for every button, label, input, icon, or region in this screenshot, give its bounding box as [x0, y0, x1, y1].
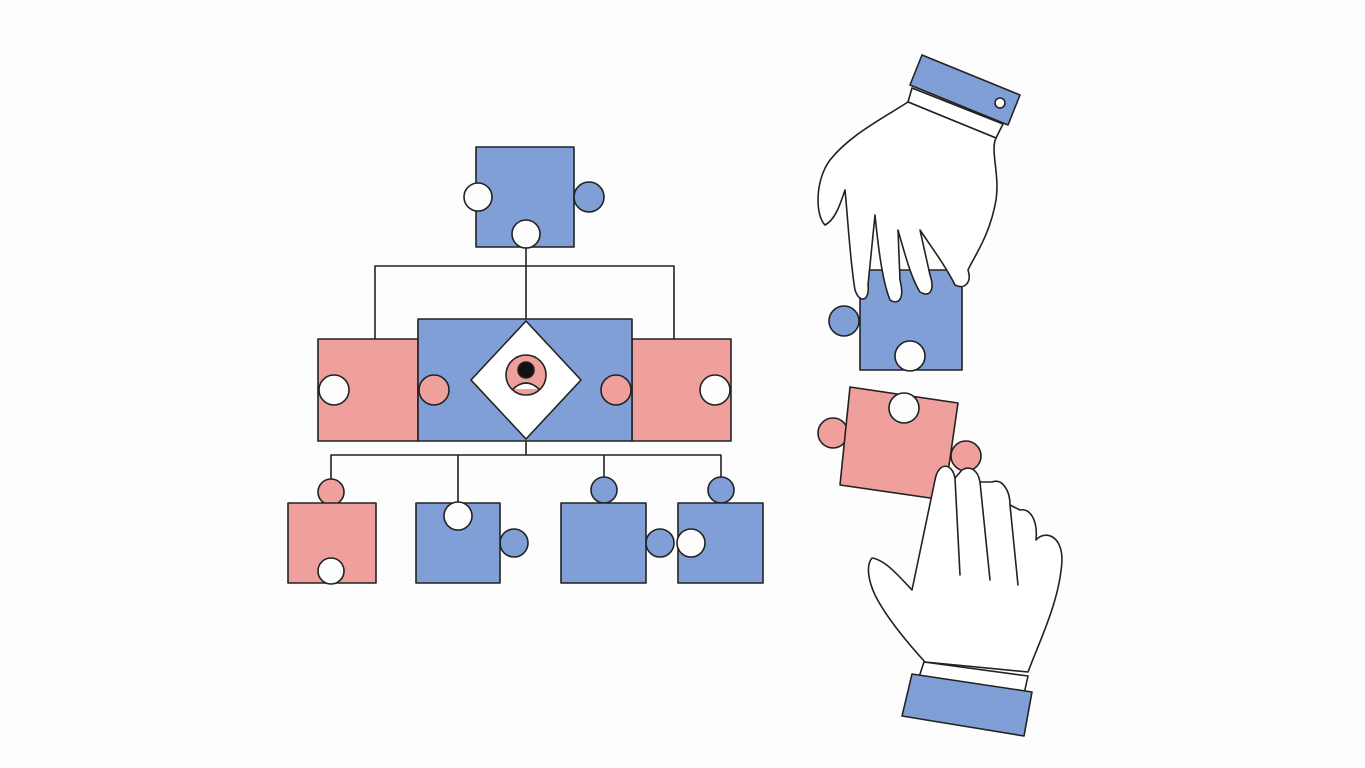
puzzle-piece-icon — [560, 476, 675, 584]
org-chart-connectors — [330, 246, 722, 504]
puzzle-piece-icon — [463, 146, 605, 249]
hand-icon — [867, 465, 1063, 737]
puzzle-piece-icon — [828, 269, 963, 372]
puzzle-piece-icon — [287, 478, 377, 585]
puzzle-piece-icon — [631, 338, 732, 442]
puzzle-piece-icon — [415, 501, 529, 584]
puzzle-piece-icon — [676, 476, 764, 584]
puzzle-piece-icon — [317, 338, 419, 442]
puzzle-piece-icon — [817, 386, 982, 501]
hand-icon — [817, 54, 1021, 303]
user-avatar-icon — [505, 354, 547, 396]
